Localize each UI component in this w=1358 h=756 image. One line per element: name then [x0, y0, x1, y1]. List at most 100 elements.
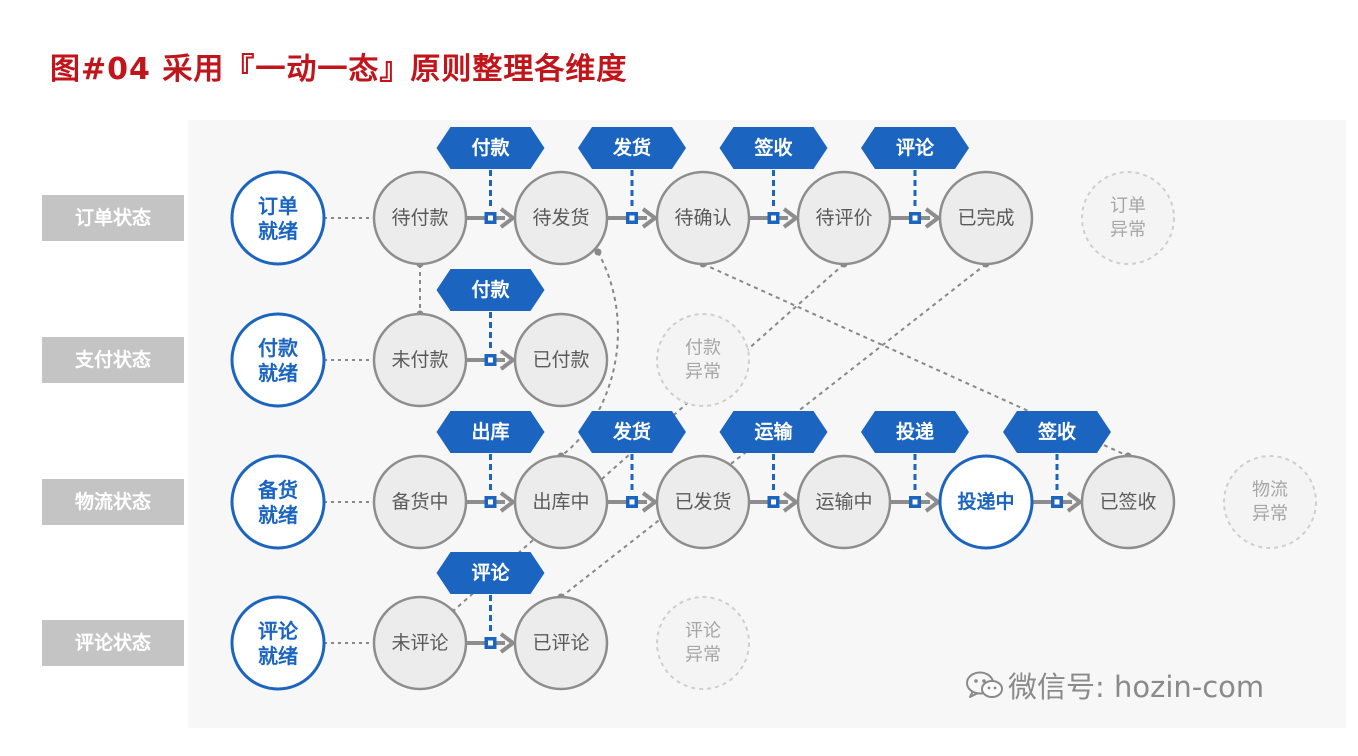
start-node-label: 备货 [257, 478, 298, 502]
arrow-head-icon [499, 207, 515, 229]
row-1: 订单状态订单就绪付款发货签收评论待付款待发货待确认待评价已完成订单异常 [42, 127, 1175, 266]
abnormal-node [656, 313, 750, 407]
arrow-head-icon [1066, 491, 1082, 513]
action-label: 付款 [471, 136, 510, 159]
arrow-head-icon [499, 491, 515, 513]
state-node [513, 170, 609, 266]
state-label: 已签收 [1099, 491, 1156, 513]
state-label: 投递中 [957, 490, 1014, 513]
action-tag [861, 411, 969, 453]
action-tag [578, 127, 686, 169]
action-marker-inner [488, 215, 493, 221]
state-node [796, 170, 892, 266]
state-node [938, 454, 1034, 550]
action-tag [719, 127, 828, 169]
action-label: 评论 [471, 561, 510, 584]
abnormal-label: 异常 [1110, 220, 1146, 241]
dependency-link-2 [702, 263, 1129, 457]
state-label: 出库中 [532, 491, 589, 513]
action-tag [1003, 411, 1111, 453]
abnormal-label: 评论 [685, 621, 721, 642]
action-tag [436, 269, 545, 311]
action-marker-inner [912, 499, 918, 505]
row-label-box [42, 195, 184, 241]
row-2: 支付状态付款就绪付款未付款已付款付款异常 [42, 269, 750, 408]
state-node [372, 170, 468, 266]
watermark: 微信号: hozin-com [964, 664, 1264, 706]
state-label: 已发货 [674, 491, 731, 513]
abnormal-label: 异常 [685, 645, 721, 666]
state-node [372, 595, 468, 691]
abnormal-label: 付款 [685, 338, 721, 359]
state-label: 已评论 [532, 632, 589, 654]
action-marker-inner [912, 215, 918, 221]
arrow-head-icon [924, 207, 940, 229]
abnormal-node [1223, 455, 1317, 549]
action-label: 投递 [896, 420, 934, 443]
state-node [513, 595, 609, 691]
abnormal-label: 异常 [1252, 504, 1288, 525]
arrow-head-icon [499, 349, 515, 371]
start-node [230, 170, 326, 266]
state-node [655, 454, 751, 550]
state-node [655, 170, 751, 266]
row-label: 支付状态 [74, 348, 151, 371]
abnormal-label: 物流 [1252, 480, 1288, 501]
row-label: 订单状态 [75, 206, 151, 229]
start-node-label: 就绪 [258, 644, 298, 668]
state-node [796, 454, 892, 550]
action-marker-inner [629, 499, 635, 505]
action-tag [719, 411, 828, 453]
abnormal-label: 异常 [685, 362, 721, 383]
state-node [513, 454, 609, 550]
start-node [230, 312, 326, 408]
start-node [230, 454, 326, 550]
abnormal-label: 订单 [1110, 196, 1146, 217]
action-marker-inner [629, 215, 635, 221]
abnormal-node [1081, 171, 1175, 265]
arrow-head-icon [499, 632, 515, 654]
action-tag [578, 411, 686, 453]
dependency-link-1 [560, 251, 619, 457]
action-label: 评论 [896, 136, 935, 159]
row-label: 评论状态 [75, 631, 151, 654]
arrow-head-icon [924, 491, 940, 513]
action-label: 出库 [471, 420, 509, 443]
state-node [513, 312, 609, 408]
state-label: 运输中 [815, 491, 872, 513]
state-label: 已付款 [532, 349, 589, 371]
dependency-link-4 [560, 263, 987, 598]
row-3: 物流状态备货就绪出库发货运输投递签收备货中出库中已发货运输中投递中已签收物流异常 [42, 411, 1317, 550]
start-node-label: 就绪 [258, 503, 298, 527]
abnormal-node [656, 596, 750, 690]
action-label: 签收 [1037, 420, 1076, 443]
wechat-icon [966, 671, 1003, 698]
action-label: 发货 [612, 420, 651, 443]
state-label: 已完成 [957, 207, 1014, 229]
page-title: 图#04 采用『一动一态』原则整理各维度 [50, 52, 628, 87]
action-label: 付款 [471, 278, 510, 301]
row-label: 物流状态 [75, 490, 151, 513]
action-tag [436, 127, 545, 169]
state-label: 待确认 [674, 207, 731, 229]
action-marker-inner [1054, 499, 1060, 505]
state-node [372, 312, 468, 408]
arrow-head-icon [641, 207, 657, 229]
state-node [938, 170, 1034, 266]
start-node-label: 订单 [258, 194, 298, 218]
row-label-box [42, 337, 184, 383]
state-label: 待付款 [391, 207, 448, 229]
action-marker-inner [488, 357, 493, 363]
state-label: 待评价 [815, 207, 872, 229]
state-node [372, 454, 468, 550]
action-label: 签收 [753, 136, 792, 159]
row-4: 评论状态评论就绪评论未评论已评论评论异常 [42, 552, 750, 691]
arrow-head-icon [782, 491, 798, 513]
state-label: 备货中 [391, 491, 448, 513]
action-tag [861, 127, 969, 169]
start-node [230, 595, 326, 691]
row-label-box [42, 479, 184, 525]
state-label: 未付款 [391, 349, 448, 371]
